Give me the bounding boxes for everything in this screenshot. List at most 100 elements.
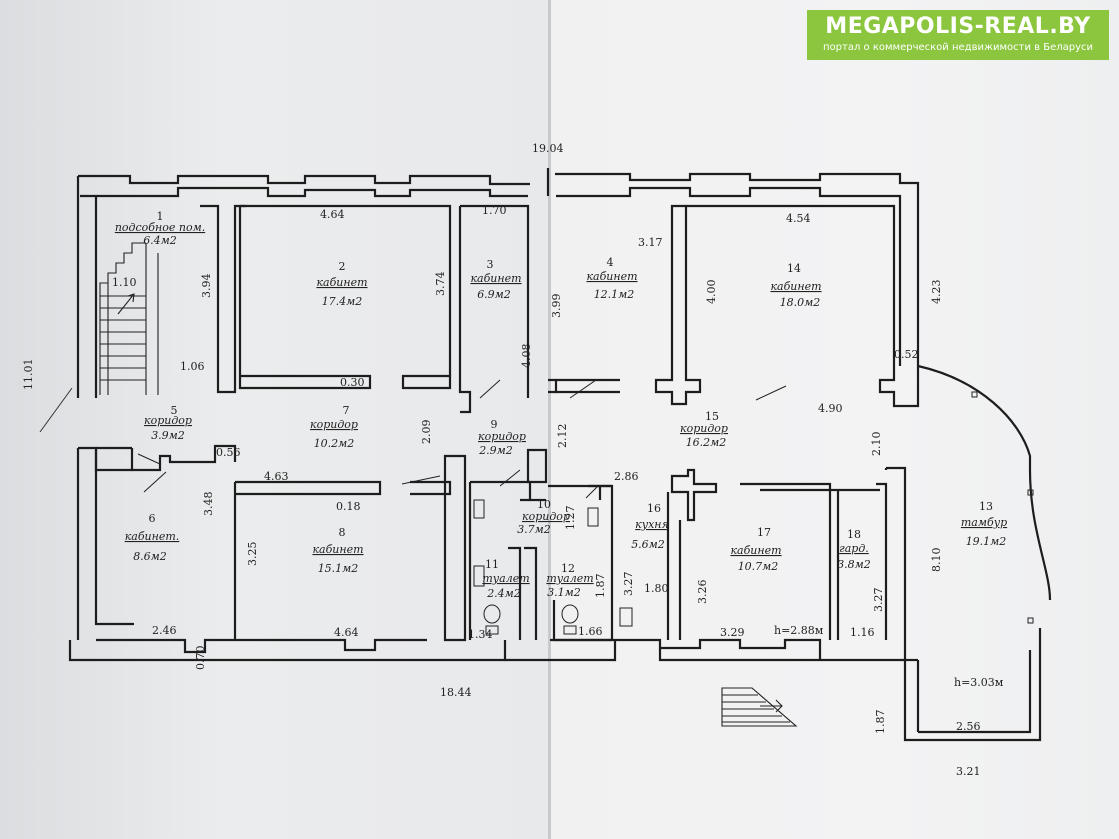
room-area: 3.8м2 [837,558,871,571]
paper-right-half [549,0,1119,839]
room-name: кабинет [470,272,521,285]
room-name: коридор [144,414,192,427]
room-name: кабинет [312,543,363,556]
room-14: 14 кабинет 18.0м2 [770,262,821,309]
room-12: 12 туалет 3.1м2 [546,562,593,599]
dim: 4.08 [520,344,533,369]
ceiling-height: h=2.88м [774,624,824,637]
dim: 4.90 [818,402,843,415]
dim: 1.06 [180,360,205,373]
room-area: 16.2м2 [686,436,727,449]
room-area: 6.4м2 [143,234,177,247]
walls [68,168,1052,742]
dim: 3.27 [622,572,635,597]
room-area: 3.1м2 [547,586,581,599]
dim: 2.10 [870,432,883,457]
room-number: 16 [647,502,661,515]
room-number: 1 [157,210,164,223]
room-18: 18 гард. 3.8м2 [837,528,871,571]
room-16: 16 кухня 5.6м2 [631,502,669,551]
ceiling-height: h=3.03м [954,676,1004,689]
dim: 1.80 [644,582,669,595]
room-name: коридор [522,510,570,523]
room-number: 9 [491,418,498,431]
room-10: 10 коридор 3.7м2 [517,498,570,536]
dim: 4.63 [264,470,289,483]
room-name: коридор [478,430,526,443]
dim: 0.56 [216,446,241,459]
dim: 4.00 [705,280,718,305]
room-name: кабинет. [125,530,180,543]
room-area: 3.7м2 [517,523,551,536]
dim: 0.70 [194,646,207,671]
dim: 3.17 [638,236,663,249]
brand-subtitle: портал о коммерческой недвижимости в Бел… [823,42,1093,53]
room-name: туалет [482,572,529,585]
dim: 1.70 [482,204,507,217]
room-area: 10.2м2 [314,437,355,450]
paper-left-half [0,0,553,839]
room-4: 4 кабинет 12.1м2 [586,256,637,301]
room-name: коридор [680,422,728,435]
dim: 1.27 [564,506,577,531]
dim: 0.30 [340,376,365,389]
brand-logo[interactable]: MEGAPOLIS-REAL.BY портал о коммерческой … [807,10,1109,60]
room-number: 3 [487,258,494,271]
room-7: 7 коридор 10.2м2 [310,404,358,450]
overall-dimensions: 19.04 18.44 11.01 [22,142,564,699]
dim: 3.48 [202,492,215,517]
room-name: коридор [310,418,358,431]
room-name: подсобное пом. [115,221,205,234]
room-number: 4 [607,256,614,269]
room-11: 11 туалет 2.4м2 [482,558,529,600]
dim: 1.10 [112,276,137,289]
dim: 2.56 [956,720,981,733]
dim: 3.21 [956,765,981,778]
dim-overall-left: 11.01 [22,359,35,391]
dim: 2.12 [556,424,569,449]
dim: 2.09 [420,420,433,445]
room-name: туалет [546,572,593,585]
entry-stairs [721,687,798,727]
room-17: 17 кабинет 10.7м2 [730,526,781,573]
dim-overall-top: 19.04 [532,142,564,155]
room-dimensions: 4.64 1.70 3.17 4.54 3.94 3.74 3.99 4.00 … [112,204,1004,778]
door-swings [137,379,787,499]
room-number: 12 [561,562,575,575]
dim: 3.74 [434,272,447,297]
room-number: 2 [339,260,346,273]
dim: 0.52 [894,348,919,361]
room-area: 2.4м2 [486,587,521,600]
room-9: 9 коридор 2.9м2 [478,418,526,457]
dim: 3.27 [872,588,885,613]
dim: 1.87 [594,574,607,599]
paper-fold [548,0,551,839]
dim: 2.86 [614,470,639,483]
room-number: 15 [705,410,719,423]
room-name: кабинет [586,270,637,283]
room-area: 18.0м2 [780,296,821,309]
room-name: кухня [635,518,669,531]
room-number: 10 [537,498,551,511]
dim: 1.34 [468,628,493,641]
room-number: 13 [979,500,993,513]
room-1: 1 подсобное пом. 6.4м2 [115,210,205,247]
dim: 4.64 [334,626,359,639]
room-number: 18 [847,528,861,541]
room-8: 8 кабинет 15.1м2 [312,526,363,575]
room-number: 17 [757,526,771,539]
room-area: 10.7м2 [738,560,779,573]
room-number: 7 [343,404,350,417]
room-15: 15 коридор 16.2м2 [680,410,728,449]
dim: 2.46 [152,624,177,637]
room-area: 6.9м2 [477,288,511,301]
room-area: 5.6м2 [631,538,665,551]
brand-title: MEGAPOLIS-REAL.BY [825,14,1091,39]
room-number: 5 [171,404,178,417]
dim: 3.99 [550,294,563,319]
room-area: 2.9м2 [478,444,513,457]
room-area: 17.4м2 [322,295,363,308]
dim: 3.29 [720,626,745,639]
fixtures [473,391,1034,635]
